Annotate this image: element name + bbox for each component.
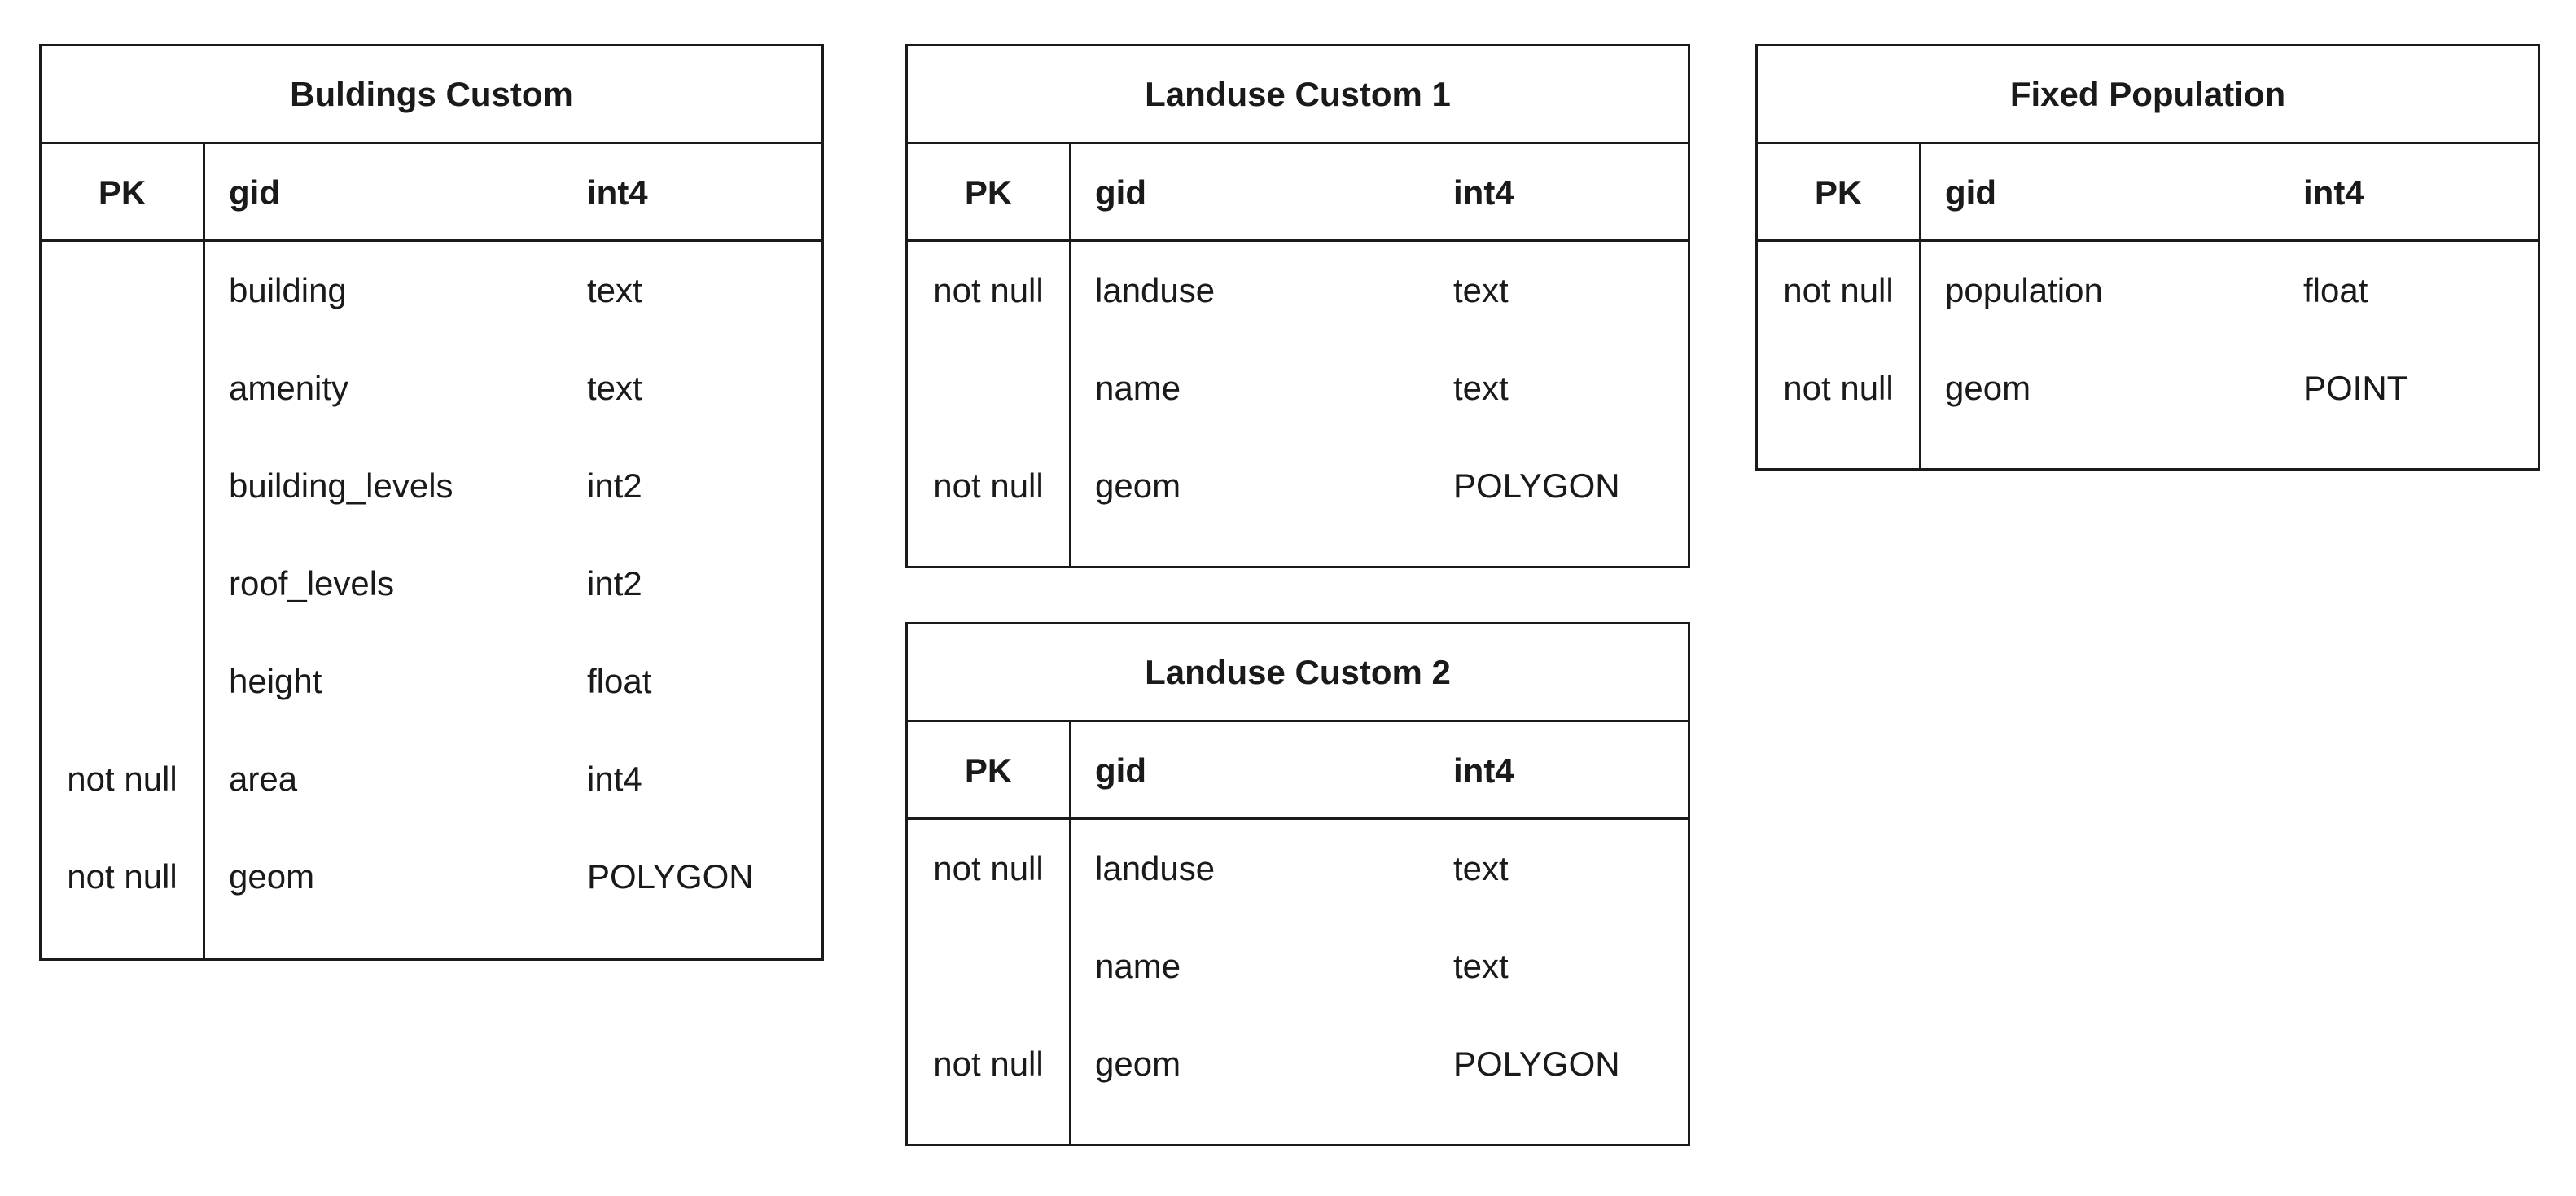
column-type: POLYGON [1453,1045,1620,1083]
column-type: text [1453,369,1509,407]
column-row: name text [908,918,1688,1015]
column-constraint [42,437,203,535]
column-type: text [1453,271,1509,309]
column-row: not null geom POLYGON [908,437,1688,535]
key-column-divider [1919,144,1921,468]
column-constraint: not null [933,467,1044,505]
column-row: building text [42,242,821,340]
column-type: int2 [587,467,642,505]
primary-key-row: PK gid int4 [908,144,1688,242]
column-type: POINT [2303,369,2408,407]
pk-column-type: int4 [2303,173,2364,212]
column-type: POLYGON [587,857,754,896]
pk-label: PK [98,173,147,212]
column-type: text [1453,947,1509,985]
primary-key-row: PK gid int4 [908,722,1688,820]
entity-landuse-custom-1: Landuse Custom 1 PK gid int4 not null landuse… [905,44,1690,568]
column-type: POLYGON [1453,467,1620,505]
pk-column-name: gid [1095,173,1146,212]
pk-label: PK [964,751,1013,790]
column-row: not null geom POINT [1758,340,2538,437]
pk-column-type: int4 [1453,751,1514,790]
primary-key-row: PK gid int4 [1758,144,2538,242]
column-row: roof_levels int2 [42,535,821,633]
column-name: geom [1095,1045,1181,1083]
entity-title: Landuse Custom 2 [908,624,1688,722]
primary-key-row: PK gid int4 [42,144,821,242]
column-type: int2 [587,564,642,602]
column-name: landuse [1095,271,1216,309]
column-constraint: not null [933,271,1044,309]
column-constraint: not null [1783,271,1894,309]
column-name: height [229,662,322,700]
column-name: roof_levels [229,564,395,602]
key-column-divider [1069,144,1071,566]
column-row: height float [42,633,821,730]
column-name: population [1945,271,2103,309]
column-row: amenity text [42,340,821,437]
column-type: text [587,369,642,407]
column-constraint [908,918,1069,1015]
entity-title: Fixed Population [1758,46,2538,144]
column-row: not null geom POLYGON [42,828,821,926]
column-constraint: not null [67,760,177,798]
column-row: name text [908,340,1688,437]
column-name: area [229,760,298,798]
column-name: name [1095,369,1181,407]
column-type: float [2303,271,2368,309]
column-name: landuse [1095,849,1216,887]
entity-landuse-custom-2: Landuse Custom 2 PK gid int4 not null landuse… [905,622,1690,1146]
key-column-divider [203,144,205,958]
column-constraint: not null [67,857,177,896]
column-name: building_levels [229,467,453,505]
column-name: amenity [229,369,349,407]
column-constraint [42,340,203,437]
column-row: building_levels int2 [42,437,821,535]
column-row: not null population float [1758,242,2538,340]
column-name: geom [1095,467,1181,505]
column-row: not null geom POLYGON [908,1015,1688,1113]
column-constraint [42,242,203,340]
column-type: int4 [587,760,642,798]
key-column-divider [1069,722,1071,1144]
pk-column-type: int4 [1453,173,1514,212]
column-type: float [587,662,652,700]
pk-column-name: gid [1095,751,1146,790]
column-row: not null landuse text [908,242,1688,340]
column-row: not null area int4 [42,730,821,828]
pk-label: PK [964,173,1013,212]
column-row: not null landuse text [908,820,1688,918]
column-type: text [587,271,642,309]
column-type: text [1453,849,1509,887]
column-name: geom [229,857,315,896]
column-constraint [42,633,203,730]
pk-column-name: gid [229,173,280,212]
column-constraint [908,340,1069,437]
column-constraint: not null [933,1045,1044,1083]
pk-column-type: int4 [587,173,648,212]
column-name: name [1095,947,1181,985]
column-name: geom [1945,369,2031,407]
pk-label: PK [1814,173,1863,212]
column-constraint [42,535,203,633]
column-constraint: not null [1783,369,1894,407]
entity-title: Landuse Custom 1 [908,46,1688,144]
column-name: building [229,271,347,309]
column-constraint: not null [933,849,1044,887]
entity-title: Buldings Custom [42,46,821,144]
pk-column-name: gid [1945,173,1996,212]
